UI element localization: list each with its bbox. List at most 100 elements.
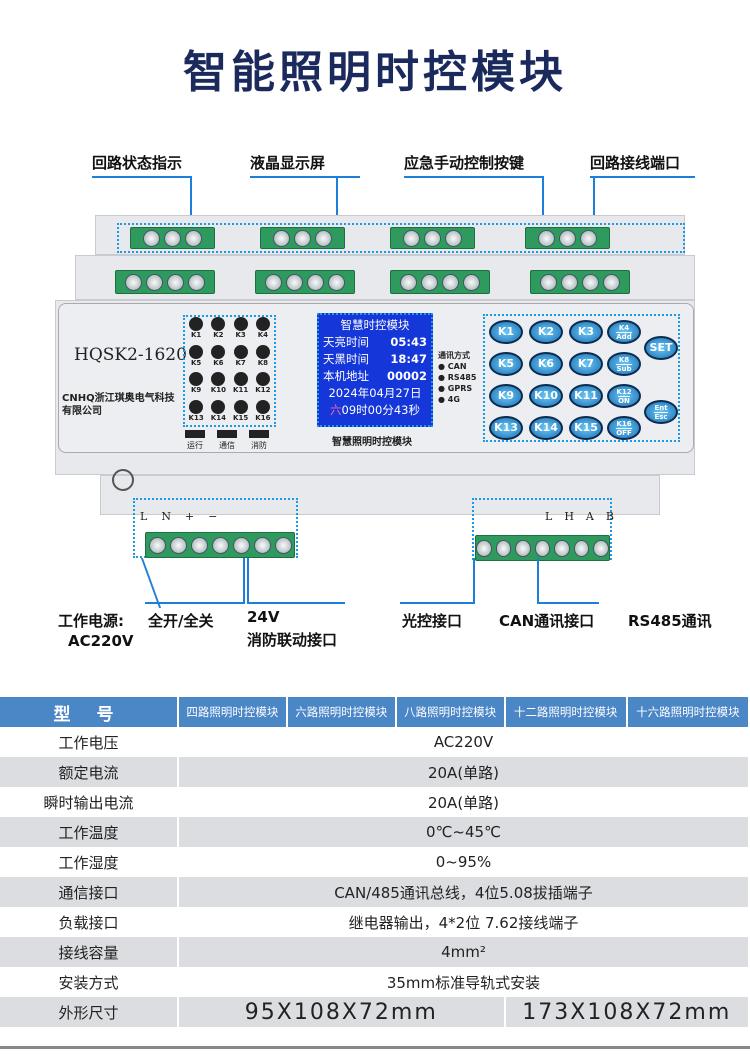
key-k9[interactable]: K9 (489, 384, 523, 408)
spec-label: 外形尺寸 (0, 997, 179, 1027)
spec-value: 0~95% (178, 847, 750, 877)
spec-label: 通信接口 (0, 877, 179, 907)
callout-all-on-off: 全开/全关 (148, 612, 214, 630)
comm-methods: 通讯方式 ● CAN● RS485● GPRS● 4G (438, 350, 476, 405)
status-led: K9 (185, 372, 207, 398)
comm-item-label: 4G (447, 395, 460, 404)
callout-status: 回路状态指示 (92, 154, 183, 172)
spec-label: 负载接口 (0, 907, 179, 937)
status-led: K7 (230, 344, 252, 371)
comm-title: 通讯方式 (438, 351, 470, 360)
key-set[interactable]: SET (644, 336, 678, 360)
lcd-weekday: 六 (330, 403, 342, 417)
led-light-icon (211, 399, 226, 414)
led-light-icon (233, 372, 248, 386)
bullet-icon: ● (438, 373, 448, 382)
key-bottom-label: OFF (616, 427, 632, 437)
terminal-label: − (208, 510, 218, 523)
key-k3[interactable]: K3 (569, 320, 603, 344)
column-header: 十六路照明时控模块 (626, 697, 750, 727)
terminal-label: L (545, 510, 553, 523)
spec-label: 工作电压 (0, 727, 179, 757)
indicator-label: 消防 (251, 441, 267, 450)
callout-lcd: 液晶显示屏 (250, 154, 326, 172)
led-light-icon (189, 399, 204, 414)
key-k5[interactable]: K5 (489, 352, 523, 376)
table-row: 负载接口继电器输出，4*2位 7.62接线端子 (0, 907, 750, 937)
spec-value: 4mm² (178, 937, 750, 967)
led-light-icon (211, 344, 226, 359)
led-label: K13 (188, 413, 204, 422)
status-led: K16 (252, 399, 274, 426)
key-k2[interactable]: K2 (529, 320, 563, 344)
indicator-label: 通信 (219, 441, 235, 450)
key-top-label: K12 (616, 387, 632, 396)
lcd-label: 天黑时间 (323, 352, 369, 366)
led-label: K15 (233, 413, 249, 422)
led-label: K3 (235, 331, 246, 339)
key-bottom-label: Add (616, 331, 632, 341)
spec-value: 20A(单路) (178, 787, 750, 817)
size-large-modules: 173X108X72mm (504, 997, 750, 1027)
status-led: K11 (230, 372, 252, 398)
callout-power: 工作电源: (58, 612, 124, 630)
bullet-icon: ● (438, 384, 448, 393)
indicator-light: 消防 (249, 430, 269, 451)
indicator-light: 运行 (185, 430, 205, 451)
comm-item-label: CAN (447, 362, 467, 371)
status-led: K12 (252, 372, 274, 398)
spec-label: 接线容量 (0, 937, 179, 967)
led-label: K1 (190, 331, 202, 339)
indicator-icon (185, 430, 205, 438)
divider (0, 1046, 750, 1049)
column-header: 十二路照明时控模块 (504, 697, 628, 727)
key-k13[interactable]: K13 (489, 416, 523, 440)
column-header: 八路照明时控模块 (395, 697, 506, 727)
comm-item: ● RS485 (438, 372, 476, 383)
status-led: K5 (185, 344, 207, 371)
indicator-light: 通信 (217, 430, 237, 451)
lcd-title: 智慧时控模块 (340, 318, 410, 332)
led-label: K6 (213, 358, 224, 367)
lcd-value: 05:43 (390, 335, 427, 349)
led-light-icon (189, 372, 204, 386)
key-k6[interactable]: K6 (529, 352, 563, 376)
status-led: K1 (185, 317, 207, 343)
key-top-label: K16 (616, 419, 632, 428)
lcd-label: 天亮时间 (323, 335, 369, 349)
indicator-label: 运行 (187, 441, 203, 450)
lcd-caption: 智慧照明时控模块 (332, 437, 412, 448)
key-k11[interactable]: K11 (569, 384, 603, 408)
spec-label: 工作温度 (0, 817, 179, 847)
led-light-icon (189, 344, 204, 359)
callout-power-voltage: AC220V (68, 632, 134, 650)
lcd-value: 18:47 (390, 352, 427, 366)
key-k14[interactable]: K14 (529, 416, 563, 440)
lcd-date: 2024年04月27日 (328, 386, 422, 400)
key-k7[interactable]: K7 (569, 352, 603, 376)
bullet-icon: ● (438, 362, 448, 371)
key-bottom-label: ON (618, 395, 630, 405)
led-label: K11 (233, 386, 249, 394)
key-k1[interactable]: K1 (489, 320, 523, 344)
status-led: K6 (207, 344, 229, 371)
key-k15[interactable]: K15 (569, 416, 603, 440)
comm-item: ● CAN (438, 361, 476, 372)
key-k10[interactable]: K10 (529, 384, 563, 408)
led-label: K8 (257, 358, 269, 367)
led-light-icon (233, 399, 248, 414)
